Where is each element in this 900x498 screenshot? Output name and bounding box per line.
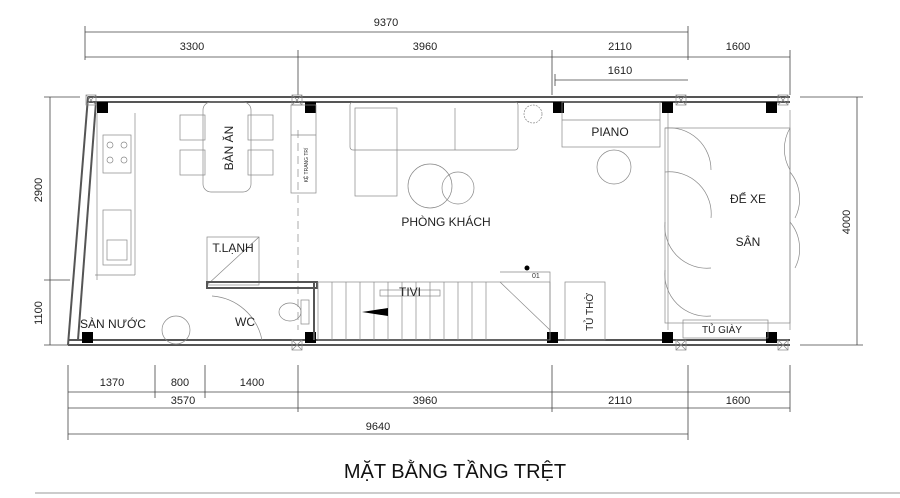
columns bbox=[82, 94, 789, 351]
label-altar: TỦ THỜ bbox=[583, 293, 596, 331]
dining-table: BÀN ĂN bbox=[179, 101, 274, 193]
dim-bottom2-1: 3570 bbox=[171, 395, 195, 407]
top-dimensions: 9370 3300 3960 2110 1600 1610 bbox=[84, 17, 791, 95]
dim-top-sub: 1610 bbox=[608, 65, 632, 77]
fridge: T.LẠNH bbox=[206, 236, 260, 286]
dim-bottom2-3: 2110 bbox=[608, 395, 632, 407]
label-living: PHÒNG KHÁCH bbox=[401, 214, 490, 229]
yard: ĐỂ XE SÂN TỦ GIÀY bbox=[664, 127, 800, 339]
dim-top-2: 3960 bbox=[413, 41, 437, 53]
staircase: 01 TIVI bbox=[317, 265, 551, 341]
dim-top-3: 2110 bbox=[608, 41, 632, 53]
dim-top-total: 9370 bbox=[374, 17, 398, 29]
dim-left-2: 1100 bbox=[33, 301, 45, 325]
label-laundry: SÀN NƯỚC bbox=[80, 316, 146, 331]
living-room: PHÒNG KHÁCH bbox=[349, 101, 543, 229]
dim-right: 4000 bbox=[841, 210, 853, 234]
label-tv: TIVI bbox=[399, 285, 421, 299]
dim-top-1: 3300 bbox=[180, 41, 204, 53]
altar-cabinet: TỦ THỜ bbox=[564, 281, 606, 341]
label-shoe-cabinet: TỦ GIÀY bbox=[702, 323, 742, 336]
dim-bottom1-1: 1370 bbox=[100, 377, 124, 389]
sink bbox=[102, 209, 132, 266]
label-dining: BÀN ĂN bbox=[221, 126, 236, 171]
dim-bottom2-2: 3960 bbox=[413, 395, 437, 407]
plan-title: MẶT BẰNG TẦNG TRỆT bbox=[344, 459, 566, 483]
label-piano: PIANO bbox=[591, 125, 628, 139]
label-shelf: KỆ TRANG TRÍ bbox=[302, 147, 310, 182]
dim-bottom1-2: 800 bbox=[171, 377, 189, 389]
stair-arrow bbox=[362, 308, 388, 316]
label-stair-mark: 01 bbox=[532, 273, 540, 280]
stove bbox=[102, 134, 132, 174]
wc: WC bbox=[206, 281, 318, 341]
label-yard: SÂN bbox=[736, 234, 761, 249]
dim-bottom1-3: 1400 bbox=[240, 377, 264, 389]
label-wc: WC bbox=[235, 315, 255, 329]
decor-shelf: KỆ TRANG TRÍ bbox=[290, 104, 317, 194]
dim-top-4: 1600 bbox=[726, 41, 750, 53]
dim-bottom-total: 9640 bbox=[366, 421, 390, 433]
laundry: SÀN NƯỚC bbox=[80, 315, 191, 345]
dim-bottom2-4: 1600 bbox=[726, 395, 750, 407]
dim-left-1: 2900 bbox=[33, 178, 45, 202]
piano: PIANO bbox=[561, 101, 661, 185]
label-parking: ĐỂ XE bbox=[730, 191, 766, 206]
side-dimensions: 2900 1100 4000 bbox=[33, 96, 863, 346]
label-fridge: T.LẠNH bbox=[212, 241, 253, 255]
kitchen bbox=[95, 113, 136, 280]
bottom-dimensions: 1370 800 1400 3570 3960 2110 1600 9640 bbox=[67, 365, 791, 440]
